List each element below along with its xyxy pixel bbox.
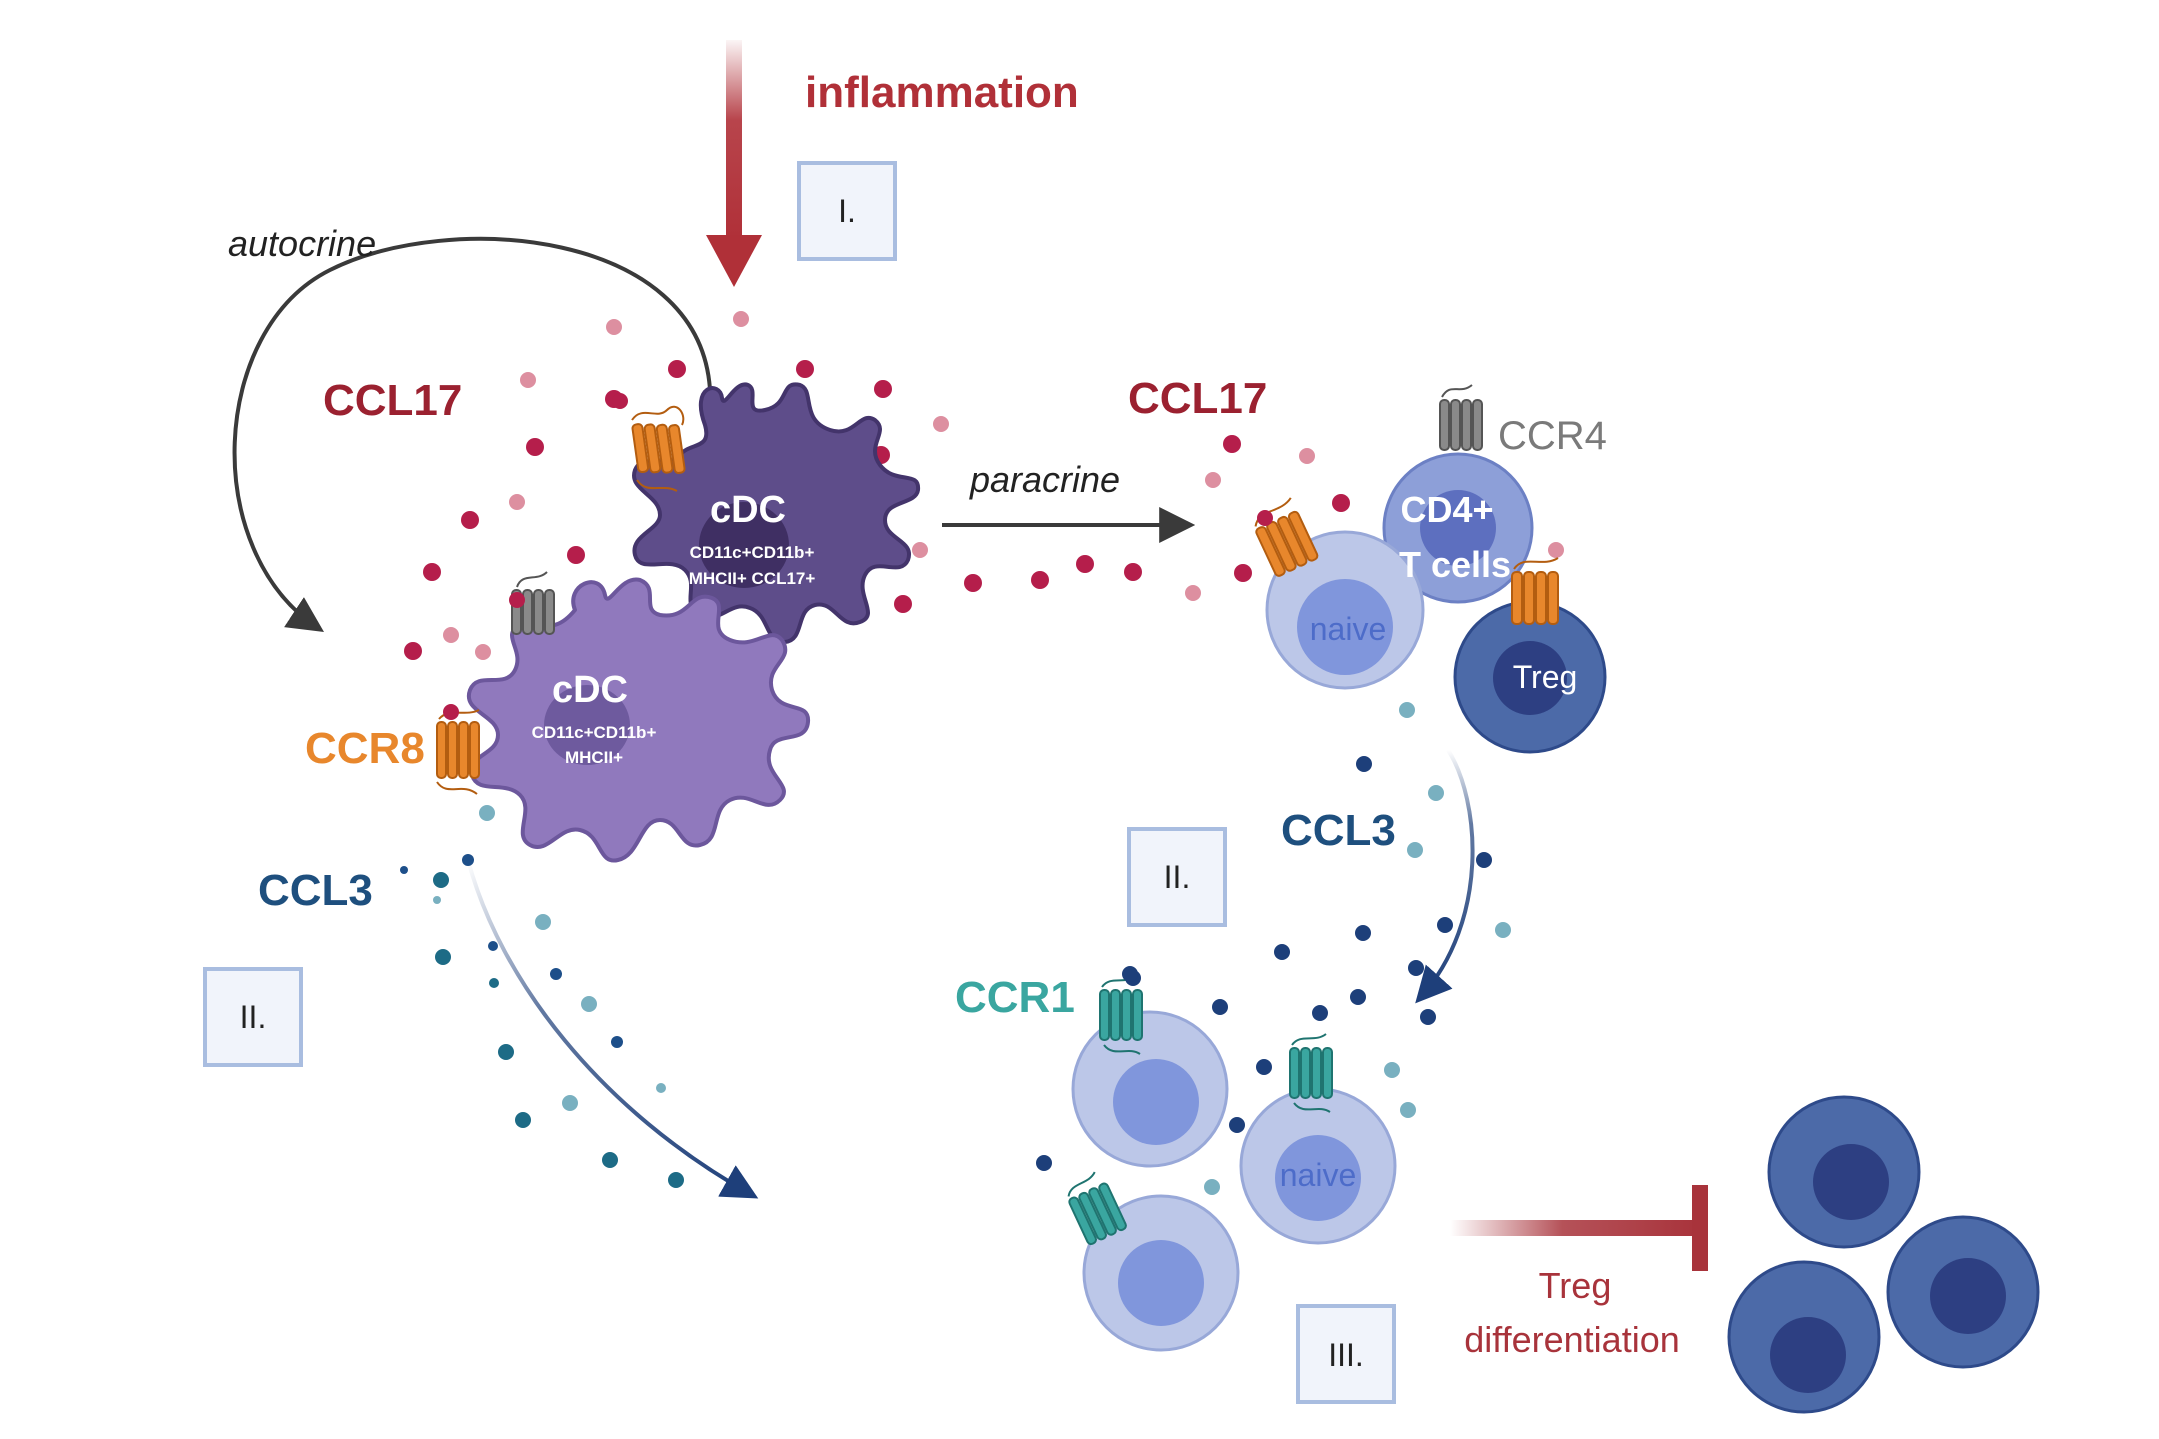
naive-top-label: naive xyxy=(1310,611,1387,647)
step-box-2-right: II. xyxy=(1127,827,1227,927)
cd4-t-cells-line1: CD4+ xyxy=(1400,489,1493,530)
ccl3-right-label: CCL3 xyxy=(1281,806,1396,855)
paracrine-label: paracrine xyxy=(969,459,1120,500)
ccr1-label: CCR1 xyxy=(955,973,1075,1022)
cd4-t-cell xyxy=(1382,452,1534,604)
ccl17-right-label: CCL17 xyxy=(1128,374,1267,423)
treg-differentiation-line2: differentiation xyxy=(1464,1319,1680,1360)
ccl3-right-molecules xyxy=(1036,702,1511,1195)
step-2-left-label: II. xyxy=(240,999,267,1035)
treg-label: Treg xyxy=(1513,659,1578,695)
autocrine-arrow xyxy=(232,236,712,632)
cdc-marker-line1: CD11c+CD11b+ xyxy=(532,723,657,742)
ccl3-left-label: CCL3 xyxy=(258,866,373,915)
step-2-right-label: II. xyxy=(1164,859,1191,895)
treg-cell xyxy=(1453,600,1607,754)
cdc-ccl17-marker-line1: CD11c+CD11b+ xyxy=(690,543,815,562)
naive-t-cell-bottom-1 xyxy=(1071,1010,1229,1168)
ccr8-receptor-icon-treg xyxy=(1511,557,1559,625)
ccl17-left-label: CCL17 xyxy=(323,376,462,425)
ccl17-molecules xyxy=(404,311,1564,660)
treg-cell-a xyxy=(1767,1095,1921,1249)
cdc-ccl17-cell xyxy=(632,382,921,645)
cdc-marker-line2: MHCII+ xyxy=(565,748,623,767)
ccr4-receptor-icon-tcell xyxy=(1439,384,1483,451)
naive-t-cell-bottom-2 xyxy=(1239,1087,1397,1245)
autocrine-label: autocrine xyxy=(228,223,376,264)
step-3-label: III. xyxy=(1328,1337,1364,1373)
ccr8-label: CCR8 xyxy=(305,724,425,773)
cd4-t-cells-line2: T cells xyxy=(1399,544,1511,585)
naive-bottom-label: naive xyxy=(1280,1157,1357,1193)
cdc-ccl17-title: cDC xyxy=(710,489,786,531)
treg-cell-cluster xyxy=(1727,1095,2040,1414)
inflammation-arrow xyxy=(706,40,762,287)
ccl3-left-molecules xyxy=(400,805,684,1188)
treg-cell-b xyxy=(1886,1215,2040,1369)
treg-differentiation-inhibition xyxy=(1450,1185,1708,1271)
step-box-2-left: II. xyxy=(203,967,303,1067)
ccr1-receptor-icon-1 xyxy=(1099,966,1143,1055)
treg-cell-c xyxy=(1727,1260,1881,1414)
ccl3-right-arrow xyxy=(1415,748,1475,1004)
naive-t-cell-bottom-3 xyxy=(1082,1194,1240,1352)
step-box-3: III. xyxy=(1296,1304,1396,1404)
ccl3-left-arrow xyxy=(466,859,759,1199)
ccr8-receptor-icon-cdc xyxy=(436,704,480,795)
ccr8-receptor-icon xyxy=(631,405,686,492)
ccr8-receptor-icon-naive xyxy=(1254,497,1319,577)
ccr1-receptor-icon-2 xyxy=(1289,1033,1333,1113)
ccr4-label: CCR4 xyxy=(1498,414,1607,458)
ccr1-receptor-icon-3 xyxy=(1067,1171,1127,1245)
cdc-ccl17-marker-line2: MHCII+ CCL17+ xyxy=(689,569,816,588)
cdc-cell xyxy=(466,577,811,863)
cdc-title: cDC xyxy=(552,669,628,711)
ccr4-receptor-icon-cdc xyxy=(509,571,555,635)
step-box-1: I. xyxy=(797,161,897,261)
naive-t-cell-top xyxy=(1265,530,1425,690)
step-1-label: I. xyxy=(838,193,856,229)
treg-differentiation-line1: Treg xyxy=(1539,1265,1612,1306)
inflammation-label: inflammation xyxy=(805,68,1079,117)
